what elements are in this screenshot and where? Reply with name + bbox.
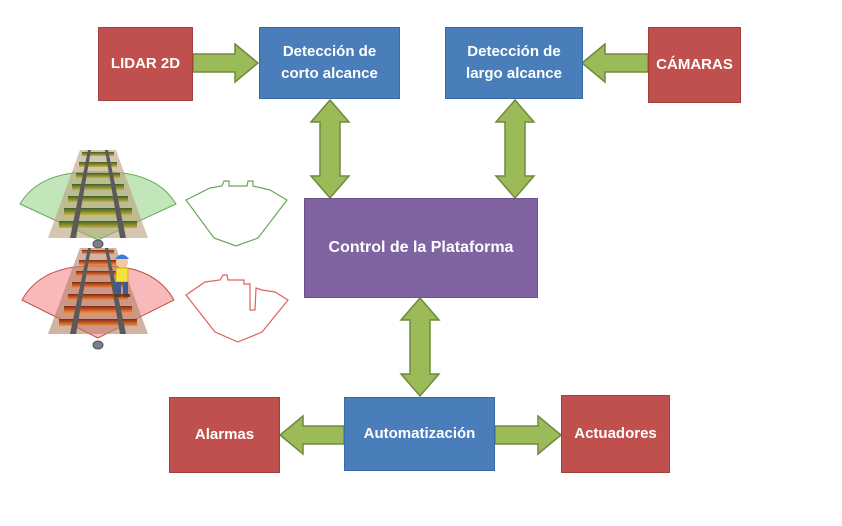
scan-outline-clear (185, 180, 288, 247)
actuators-label: Actuadores (574, 425, 657, 442)
track-clear-illustration (19, 150, 177, 249)
arrow-automation-to-alarms (278, 414, 345, 456)
automation-box: Automatización (344, 397, 495, 471)
automation-label: Automatización (363, 425, 476, 442)
arrow-control-automation (399, 296, 441, 398)
lidar-box: LIDAR 2D (98, 27, 193, 101)
platform-control-label: Control de la Plataforma (328, 239, 514, 256)
track-obstacle-illustration (21, 248, 175, 350)
long-range-detection-box: Detección de largo alcance (445, 27, 583, 99)
arrow-cameras-to-long-range (580, 42, 649, 84)
short-range-detection-box: Detección de corto alcance (259, 27, 400, 99)
cameras-box: CÁMARAS (648, 27, 741, 103)
lidar-label: LIDAR 2D (110, 55, 181, 72)
alarms-label: Alarmas (194, 426, 255, 443)
arrow-long-range-control (494, 98, 536, 200)
arrow-short-range-control (309, 98, 351, 200)
alarms-box: Alarmas (169, 397, 280, 473)
platform-control-box: Control de la Plataforma (304, 198, 538, 298)
arrow-automation-to-actuators (494, 414, 563, 456)
worker-icon (114, 254, 130, 297)
long-range-detection-label: Detección de largo alcance (466, 43, 562, 82)
arrow-lidar-to-short-range (192, 42, 260, 84)
scan-outline-obstacle (185, 274, 289, 343)
actuators-box: Actuadores (561, 395, 670, 473)
short-range-detection-label: Detección de corto alcance (281, 43, 378, 82)
cameras-label: CÁMARAS (656, 56, 733, 73)
